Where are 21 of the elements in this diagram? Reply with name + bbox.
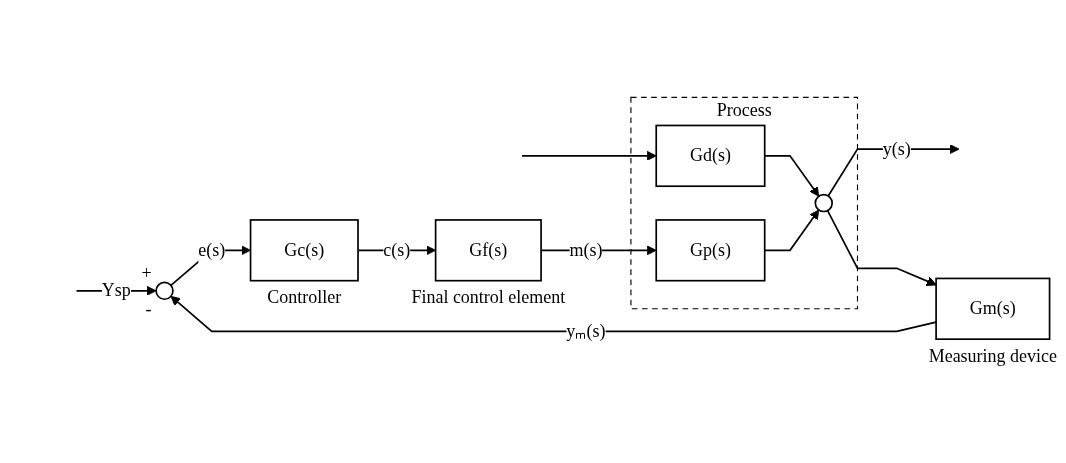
edge-label: m(s) (569, 240, 603, 260)
node-box: Gc(s) (249, 219, 359, 282)
block-caption: Final control element (411, 287, 566, 308)
edge-label: c(s) (383, 240, 411, 260)
sign-label: - (145, 299, 152, 319)
node-box: Gd(s) (655, 124, 766, 188)
node-box: Gp(s) (655, 219, 766, 282)
arrow (170, 295, 937, 333)
block-caption: Controller (267, 287, 342, 308)
node-box: Gm(s) (935, 277, 1051, 341)
arrow (521, 150, 657, 161)
edge-label: e(s) (198, 240, 226, 260)
node-box: Gf(s) (434, 219, 542, 282)
edge-label: Ysp (101, 280, 131, 300)
arrow (826, 209, 937, 286)
edge-label: y(s) (882, 138, 911, 159)
node-circle (814, 193, 834, 213)
edge-label: yₘ(s) (566, 321, 606, 341)
block-caption: Measuring device (928, 345, 1057, 366)
node-circle (155, 281, 174, 301)
sign-label: + (141, 263, 152, 283)
